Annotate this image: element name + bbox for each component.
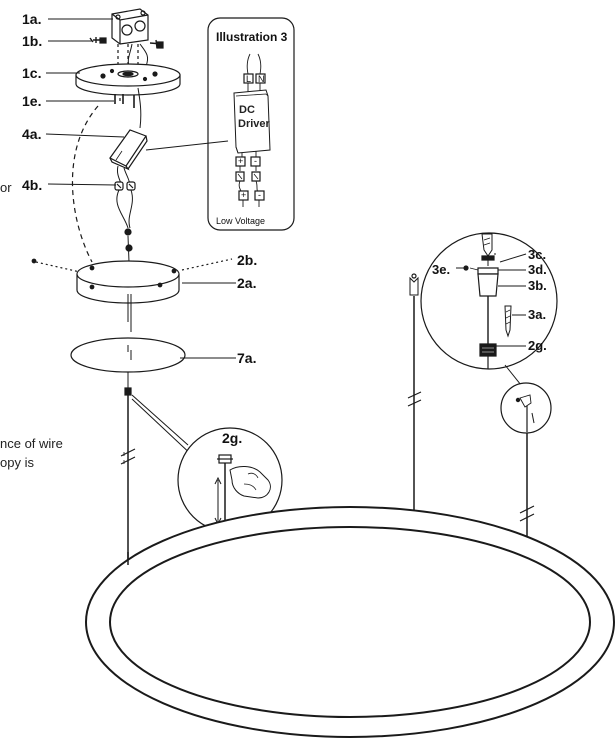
terminal-l: L — [246, 74, 252, 84]
terminal-plus-top: + — [238, 156, 244, 166]
label-4b: 4b. — [22, 177, 43, 193]
label-1c: 1c. — [22, 65, 42, 81]
dc-driver — [109, 129, 148, 171]
detail-circle-3 — [420, 232, 558, 370]
label-3e: 3e. — [432, 262, 451, 277]
label-2g-zoom: 2g. — [222, 430, 243, 446]
label-3c: 3c. — [528, 247, 547, 262]
label-1a: 1a. — [22, 11, 42, 27]
illustration-title: Illustration 3 — [216, 30, 288, 44]
label-3d: 3d. — [528, 262, 547, 277]
canopy-base — [76, 260, 180, 304]
ceiling-canopy — [75, 63, 181, 96]
driver-label-line2: Driver — [238, 118, 270, 130]
cover-disc — [70, 337, 186, 373]
terminal-plus-bottom: + — [241, 190, 247, 200]
leader-lines — [45, 18, 527, 359]
zoom-circle-2g — [177, 427, 283, 533]
label-2a: 2a. — [237, 275, 257, 291]
text-fragment-wire: nce of wire — [0, 436, 63, 451]
text-fragment-canopy: opy is — [0, 455, 34, 470]
canopy-screws — [114, 94, 135, 108]
terminal-minus-top: - — [254, 156, 257, 166]
label-1e: 1e. — [22, 93, 42, 109]
label-4a: 4a. — [22, 126, 42, 142]
low-voltage-label: Low Voltage — [216, 216, 266, 226]
text-fragment-or: or — [0, 180, 12, 195]
junction-box — [111, 8, 149, 45]
driver-label-line1: DC — [239, 104, 255, 116]
label-2g-detail: 2g. — [528, 338, 547, 353]
label-1b: 1b. — [22, 33, 43, 49]
label-3b: 3b. — [528, 278, 547, 293]
illustration-3-panel — [145, 17, 295, 231]
small-detail-circle — [500, 382, 552, 434]
terminal-n: N — [258, 74, 265, 84]
mounting-screws — [89, 37, 164, 49]
label-2b: 2b. — [237, 252, 258, 268]
label-3a: 3a. — [528, 307, 547, 322]
terminal-minus-bottom: - — [258, 190, 261, 200]
led-ring — [85, 506, 615, 738]
label-7a: 7a. — [237, 350, 257, 366]
set-screw-lines — [35, 258, 233, 273]
wire-connectors — [114, 181, 136, 191]
